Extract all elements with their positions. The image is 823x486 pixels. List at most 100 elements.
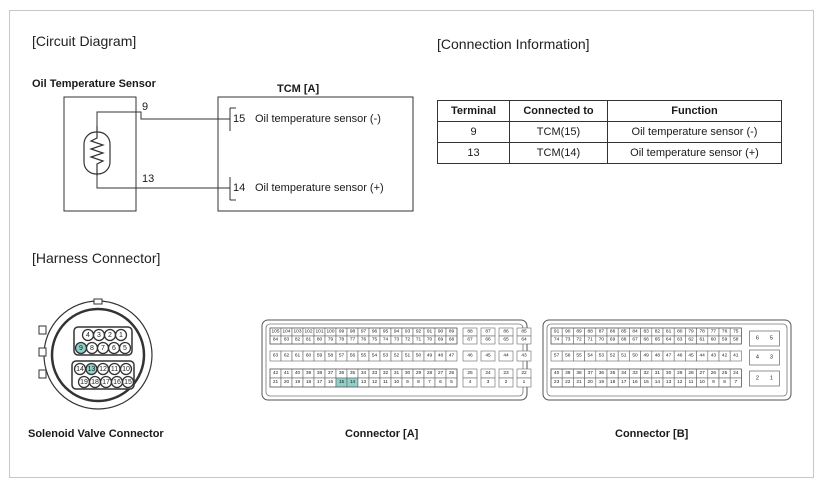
connector-a-pin-label: 75 — [372, 337, 378, 343]
connector-a-pin-label: 60 — [306, 353, 312, 359]
connector-a-pin-label: 32 — [383, 370, 389, 376]
connector-a-pin-label: 3 — [487, 379, 490, 385]
tcm-pin-top-number: 15 — [233, 113, 246, 125]
connector-b-pin-label: 53 — [599, 353, 605, 359]
connector-a-pin-label: 15 — [339, 379, 345, 385]
connector-a-pin-label: 6 — [439, 379, 442, 385]
connector-a-pin-label: 84 — [273, 337, 279, 343]
connector-a-pin-label: 96 — [372, 329, 378, 335]
connector-b-pin-label: 76 — [722, 329, 728, 335]
connector-a-pin-label: 53 — [383, 353, 389, 359]
connector-b-pin-label: 84 — [632, 329, 638, 335]
connector-a-pin-label: 39 — [306, 370, 312, 376]
tcm-title: TCM [A] — [277, 83, 320, 95]
connector-b-pin-label: 47 — [666, 353, 672, 359]
solenoid-key — [93, 298, 103, 305]
connector-a-pin-label: 25 — [467, 370, 473, 376]
circuit-diagram-title: [Circuit Diagram] — [32, 33, 137, 49]
wire-bottom — [96, 176, 230, 189]
connector-b-pin-label: 10 — [700, 379, 706, 385]
connector-a-pin-label: 76 — [361, 337, 367, 343]
connector-b-pin-label: 87 — [599, 329, 605, 335]
connector-b-pin-label: 89 — [576, 329, 582, 335]
connector-b-pin-label: 21 — [576, 379, 582, 385]
connector-a-pin-label: 8 — [417, 379, 420, 385]
connector-a-pin-label: 18 — [306, 379, 312, 385]
connector-a-pin — [462, 350, 478, 362]
solenoid-valve-connector-label: Solenoid Valve Connector — [28, 428, 164, 440]
connector-b-pin-label: 24 — [733, 370, 739, 376]
connector-a-pin-label: 70 — [427, 337, 433, 343]
wire-number-bottom: 13 — [142, 173, 155, 185]
connector-b-pin-label: 29 — [677, 370, 683, 376]
solenoid-tab — [38, 325, 47, 335]
connector-b-pin-label: 60 — [711, 337, 717, 343]
tcm-box — [217, 96, 414, 212]
connector-a-pin-label: 71 — [416, 337, 422, 343]
connector-b-pin-label: 16 — [632, 379, 638, 385]
connector-a-pin-label: 10 — [394, 379, 400, 385]
connector-b-block — [550, 327, 742, 345]
connector-a-pin-label: 64 — [521, 337, 527, 343]
solenoid-pin-label: 9 — [79, 345, 83, 352]
connector-a-pin-label: 98 — [350, 329, 356, 335]
connector-b-pin — [729, 350, 742, 362]
connector-a-pin-label: 94 — [394, 329, 400, 335]
connector-a-pin-label: 45 — [485, 353, 491, 359]
connector-b-pin-label: 27 — [700, 370, 706, 376]
connector-a-pin-label: 99 — [339, 329, 345, 335]
connector-b-pin-label: 41 — [733, 353, 739, 359]
connector-b-pin-label: 6 — [756, 336, 759, 342]
connector-b-pin-label: 34 — [621, 370, 627, 376]
connector-a-pin-label: 105 — [271, 329, 279, 335]
solenoid-pin-label: 2 — [108, 332, 112, 339]
solenoid-pin-label: 19 — [80, 379, 88, 386]
connector-b-pin-label: 67 — [632, 337, 638, 343]
connector-a-pin-label: 7 — [428, 379, 431, 385]
connector-b-pin-label: 35 — [610, 370, 616, 376]
connector-a-pin-label: 56 — [350, 353, 356, 359]
connector-b-pin-label: 57 — [554, 353, 560, 359]
connector-b-pin-label: 86 — [610, 329, 616, 335]
connector-a-pin-label: 67 — [467, 337, 473, 343]
resistor-zigzag — [89, 126, 105, 176]
connector-a-pin-label: 31 — [394, 370, 400, 376]
connector-a-pin-label: 104 — [282, 329, 290, 335]
connector-b-pin-label: 30 — [666, 370, 672, 376]
solenoid-pin — [118, 341, 132, 355]
connector-a-pin-label: 28 — [427, 370, 433, 376]
connector-b-pin-label: 48 — [655, 353, 661, 359]
wire-top — [96, 111, 230, 126]
connector-a-pin-label: 4 — [469, 379, 472, 385]
tcm-pin-bottom-label: Oil temperature sensor (+) — [255, 182, 384, 194]
connector-b-pin-label: 8 — [723, 379, 726, 385]
connector-a-pin-label: 41 — [284, 370, 290, 376]
connector-b-pin-label: 22 — [565, 379, 571, 385]
connector-a-pin-label: 13 — [361, 379, 367, 385]
connector-a-pin-label: 97 — [361, 329, 367, 335]
connector-a-pin-label: 81 — [306, 337, 312, 343]
connector-b-pin-label: 63 — [677, 337, 683, 343]
connector-b-pin-label: 46 — [677, 353, 683, 359]
connector-a-pin-label: 43 — [521, 353, 527, 359]
connector-b-pin-label: 14 — [655, 379, 661, 385]
connector-a-pin-label: 12 — [372, 379, 378, 385]
connector-a-pin-label: 78 — [339, 337, 345, 343]
solenoid-pin-label: 4 — [86, 332, 90, 339]
harness-connector-title: [Harness Connector] — [32, 250, 161, 266]
connector-b-pin-label: 85 — [621, 329, 627, 335]
solenoid-pin-label: 5 — [123, 345, 127, 352]
connector-b-pin-label: 59 — [722, 337, 728, 343]
connector-a-pin-label: 102 — [304, 329, 312, 335]
connector-a-pin-label: 74 — [383, 337, 389, 343]
connector-b-pin-label: 55 — [576, 353, 582, 359]
solenoid-tab — [38, 347, 47, 357]
connector-b-pin-label: 72 — [576, 337, 582, 343]
connector-b-pin-label: 2 — [756, 376, 759, 382]
sensor-box — [63, 96, 137, 212]
connector-b-pin-label: 58 — [733, 337, 739, 343]
connector-b-block — [550, 368, 742, 388]
connector-a-pin-label: 1 — [523, 379, 526, 385]
connection-table: Terminal Connected to Function 9 TCM(15)… — [437, 100, 782, 164]
connector-b-pin-label: 70 — [599, 337, 605, 343]
